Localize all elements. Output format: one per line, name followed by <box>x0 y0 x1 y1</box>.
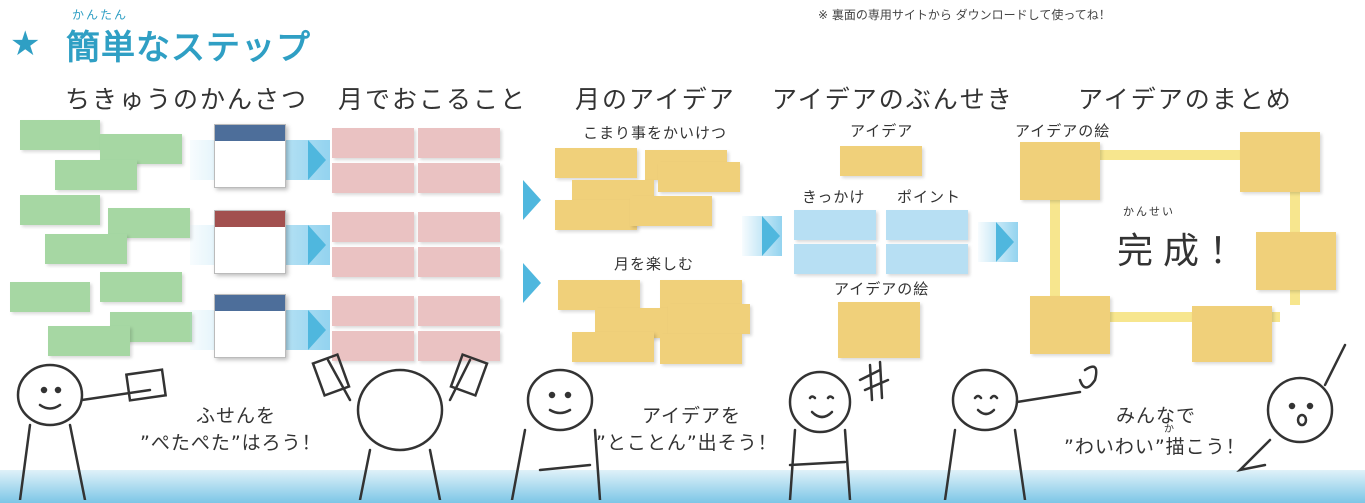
blue-sticky <box>794 210 876 240</box>
complete-text: 完成！ <box>1117 231 1256 272</box>
column-heading-idea-analysis: アイデアのぶんせき <box>772 85 1014 114</box>
column-heading-idea-summary: アイデアのまとめ <box>1078 85 1293 114</box>
green-sticky <box>100 272 182 302</box>
download-note: ※ 裏面の専用サイトから ダウンロードして使ってね！ <box>818 8 1111 22</box>
green-sticky <box>45 234 127 264</box>
star-icon: ★ <box>10 24 41 64</box>
column-heading-moon-events: 月でおこること <box>338 85 528 114</box>
stick-figure-icon <box>16 343 1347 500</box>
yellow-sticky <box>838 302 920 358</box>
pink-sticky <box>418 212 500 242</box>
yellow-sticky <box>1192 306 1272 362</box>
pink-sticky <box>332 331 414 361</box>
pink-sticky <box>332 212 414 242</box>
caption-draw-ruby: か <box>1164 424 1175 435</box>
right-arrow-icon <box>308 140 326 180</box>
right-arrow-icon <box>996 222 1014 262</box>
right-arrow-icon <box>523 180 541 220</box>
green-sticky <box>20 120 100 150</box>
right-arrow-icon <box>523 263 541 303</box>
pink-sticky <box>332 163 414 193</box>
yellow-sticky <box>558 280 640 310</box>
label-enjoy-moon: 月を楽しむ <box>614 255 695 273</box>
card-icon <box>214 124 286 188</box>
label-point: ポイント <box>897 188 962 206</box>
label-idea: アイデア <box>850 122 914 140</box>
caption-sticky-line2: ”ぺたぺた”はろう！ <box>140 432 322 454</box>
burst-ray <box>1050 185 1060 305</box>
yellow-sticky <box>1240 132 1320 192</box>
title-ruby: かんたん <box>72 8 129 22</box>
blue-sticky <box>886 210 968 240</box>
caption-draw-line1: みんなで <box>1116 405 1197 427</box>
caption-ideas-line2: ”とことん”出そう！ <box>596 432 778 454</box>
blue-sticky <box>794 244 876 274</box>
yellow-sticky <box>1256 232 1336 290</box>
burst-ray <box>1080 312 1280 322</box>
yellow-sticky <box>1020 142 1100 200</box>
caption-draw-line2: ”わいわい”描こう！ <box>1064 436 1246 458</box>
page-title: 簡単なステップ <box>66 28 311 68</box>
green-sticky <box>20 195 100 225</box>
pink-sticky <box>418 247 500 277</box>
pink-sticky <box>332 247 414 277</box>
green-sticky <box>55 160 137 190</box>
burst-ray <box>1080 150 1280 160</box>
pink-sticky <box>332 128 414 158</box>
column-heading-moon-ideas: 月のアイデア <box>575 85 736 114</box>
pink-sticky <box>418 296 500 326</box>
pink-sticky <box>418 331 500 361</box>
blue-sticky <box>886 244 968 274</box>
green-sticky <box>108 208 190 238</box>
column-heading-observation: ちきゅうのかんさつ <box>65 85 309 114</box>
yellow-sticky <box>572 332 654 362</box>
green-sticky <box>48 326 130 356</box>
label-problem-solving: こまり事をかいけつ <box>583 124 728 142</box>
bottom-band <box>0 470 1365 503</box>
right-arrow-icon <box>308 225 326 265</box>
yellow-sticky <box>660 334 742 364</box>
label-summary-picture: アイデアの絵 <box>1015 122 1111 140</box>
yellow-sticky <box>840 146 922 176</box>
pink-sticky <box>332 296 414 326</box>
yellow-sticky <box>658 162 740 192</box>
yellow-sticky <box>1030 296 1110 354</box>
pink-sticky <box>418 128 500 158</box>
right-arrow-icon <box>762 216 780 256</box>
card-icon <box>214 210 286 274</box>
label-trigger: きっかけ <box>802 188 866 206</box>
yellow-sticky <box>555 148 637 178</box>
caption-ideas-line1: アイデアを <box>642 405 742 427</box>
pink-sticky <box>418 163 500 193</box>
yellow-sticky <box>630 196 712 226</box>
yellow-sticky <box>555 200 637 230</box>
yellow-sticky <box>668 304 750 334</box>
label-idea-picture: アイデアの絵 <box>834 280 930 298</box>
green-sticky <box>10 282 90 312</box>
card-icon <box>214 294 286 358</box>
green-sticky <box>100 134 182 164</box>
complete-ruby: かんせい <box>1123 205 1175 218</box>
caption-sticky-line1: ふせんを <box>196 405 277 427</box>
right-arrow-icon <box>308 310 326 350</box>
